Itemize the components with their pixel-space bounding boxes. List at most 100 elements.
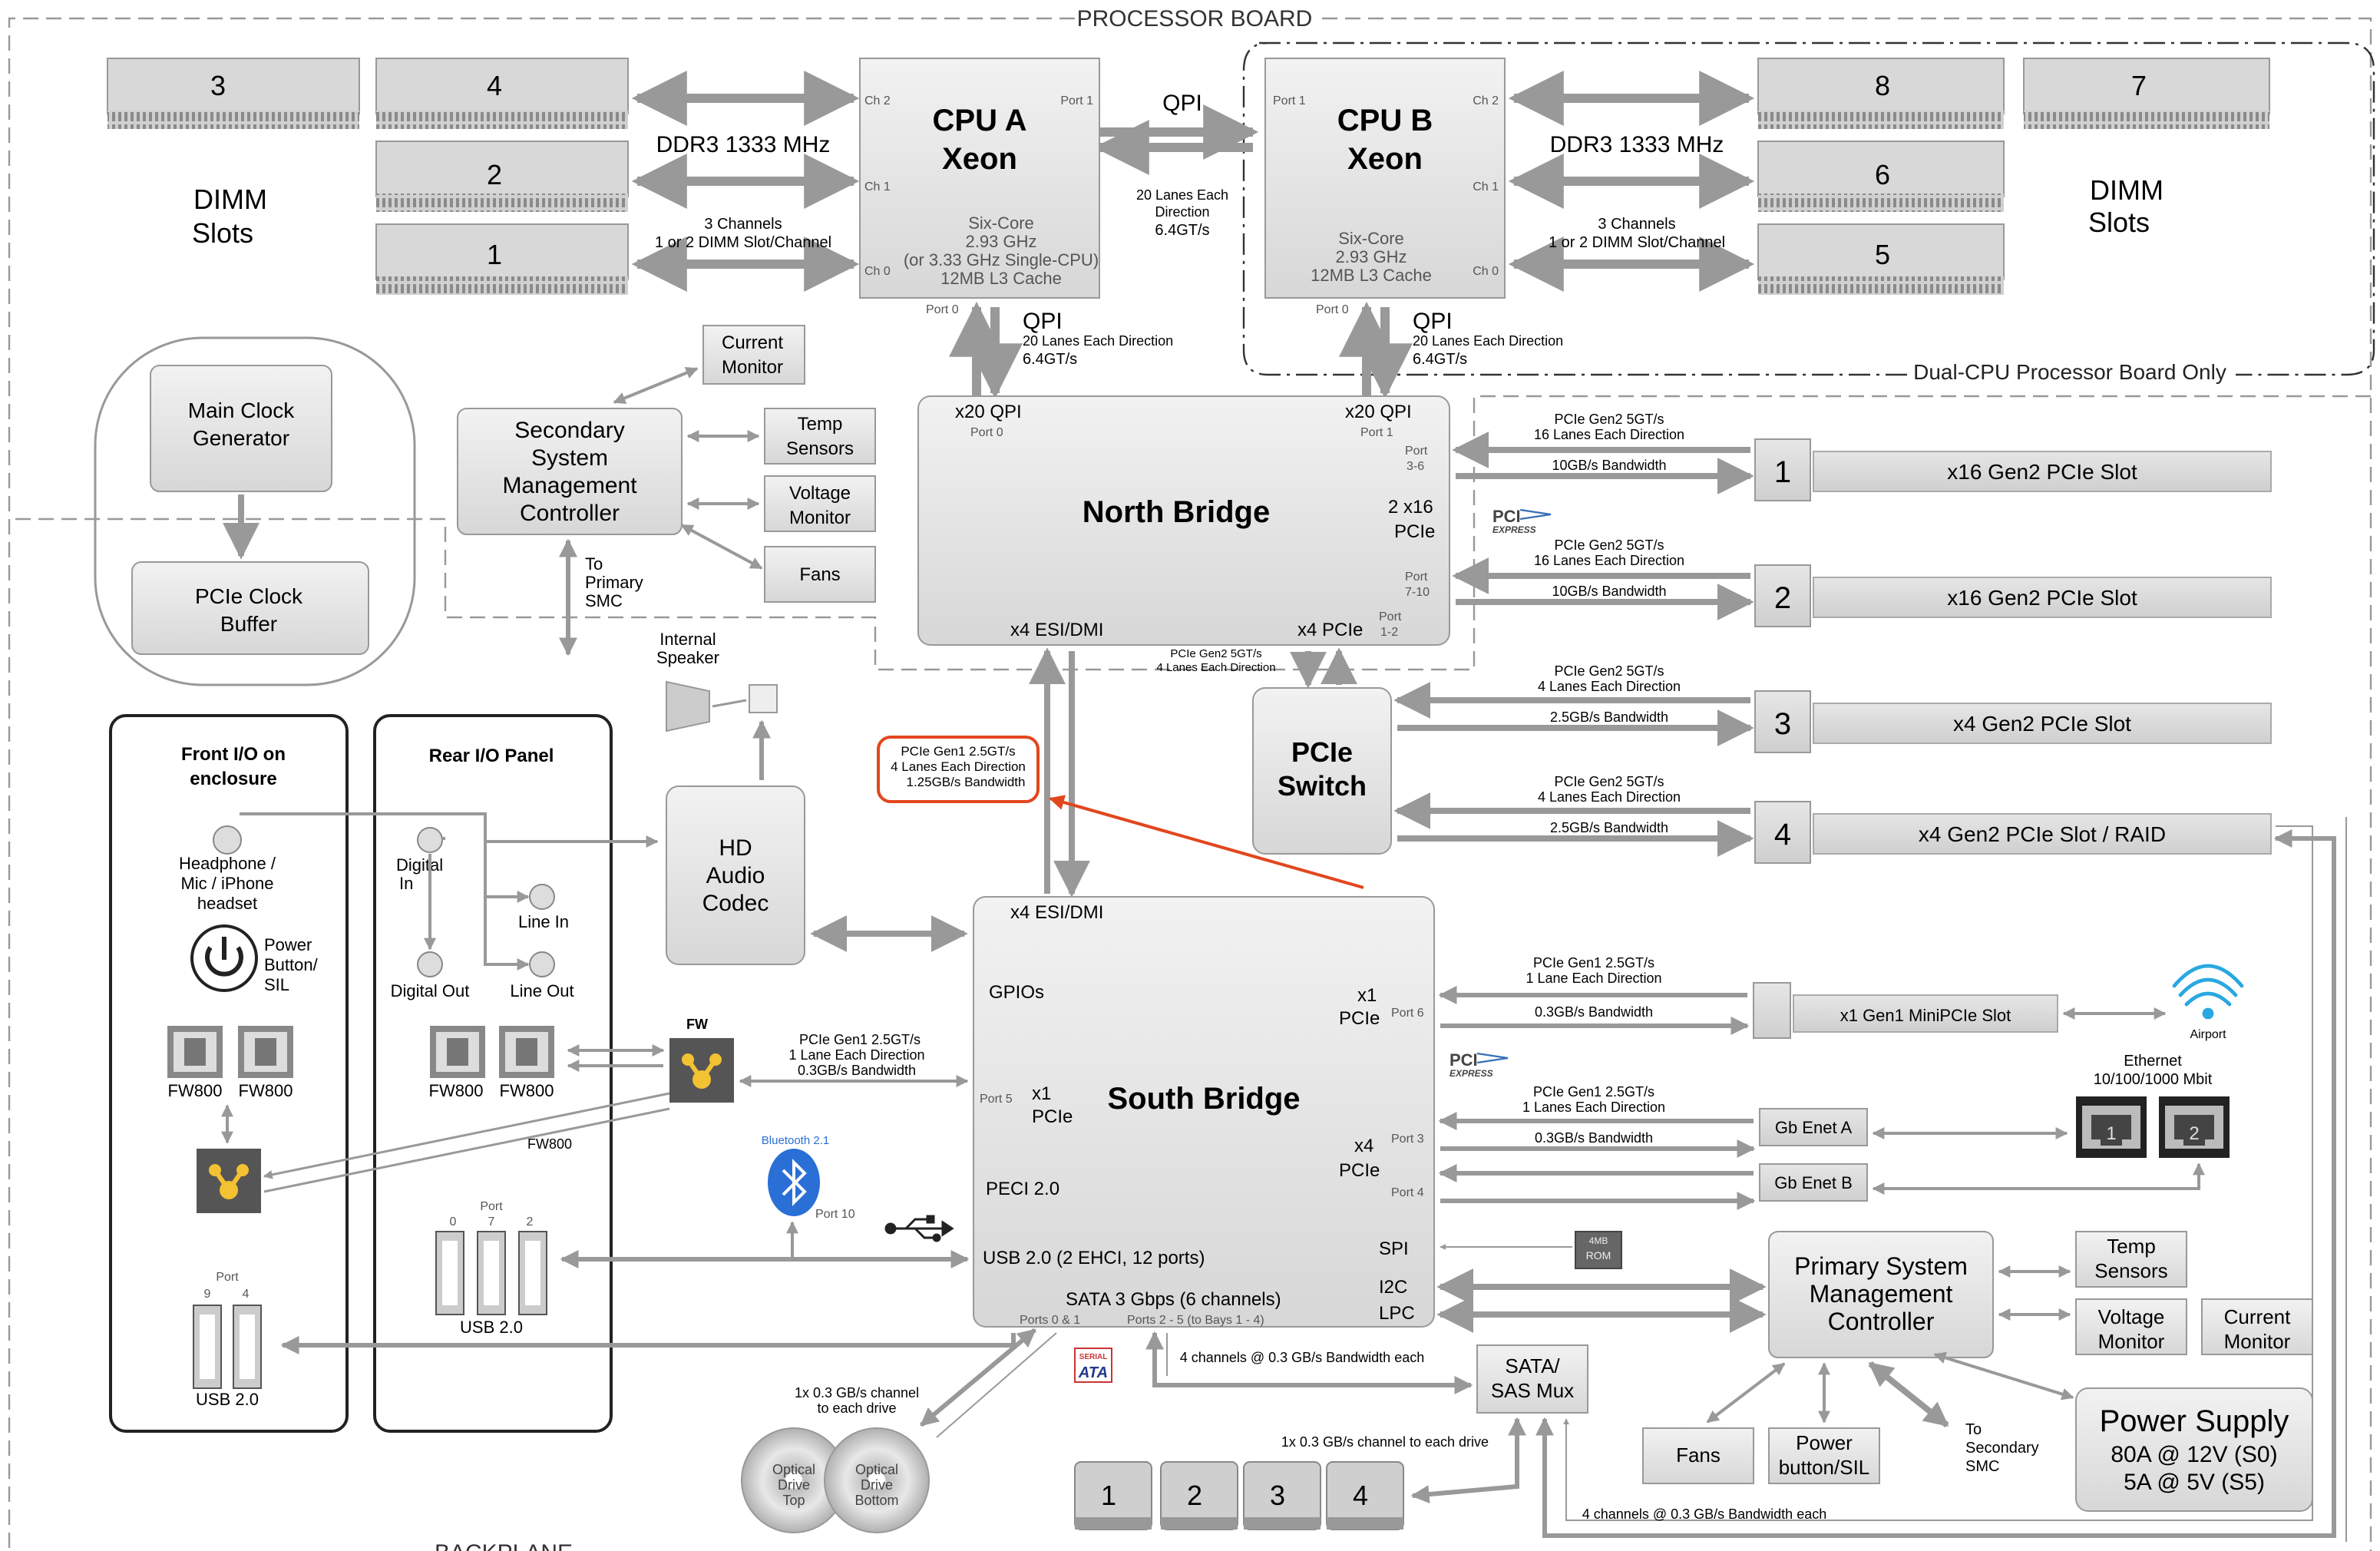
pcie-switch: PCIe Switch — [1252, 687, 1392, 855]
qpi-label-b: QPI — [1413, 309, 1453, 334]
svg-text:PCI: PCI — [1492, 507, 1521, 526]
svg-text:SERIAL: SERIAL — [1079, 1353, 1108, 1361]
svg-text:Monitor: Monitor — [722, 357, 783, 378]
svg-text:Gb Enet B: Gb Enet B — [1774, 1173, 1853, 1192]
svg-text:PCIe Gen1 2.5GT/s: PCIe Gen1 2.5GT/s — [799, 1032, 921, 1047]
qpi-b-lanes: 20 Lanes Each Direction — [1413, 333, 1563, 349]
svg-text:80A @ 12V (S0): 80A @ 12V (S0) — [2111, 1442, 2277, 1467]
dimm-slots-left: 3 4 2 1 — [107, 58, 629, 295]
svg-text:Monitor: Monitor — [2098, 1330, 2165, 1353]
svg-text:Ch 0: Ch 0 — [1473, 265, 1499, 278]
svg-text:PCIe Gen2 5GT/s: PCIe Gen2 5GT/s — [1554, 663, 1664, 679]
svg-text:PCI: PCI — [1449, 1050, 1478, 1070]
svg-text:FW800: FW800 — [239, 1081, 293, 1100]
svg-text:PCIe Gen2 5GT/s: PCIe Gen2 5GT/s — [1170, 647, 1261, 660]
fw800-port-icon — [167, 1026, 223, 1078]
audio-section: Internal Speaker HD Audio Codec — [656, 630, 968, 965]
ethernet-label-2: 10/100/1000 Mbit — [2094, 1071, 2213, 1088]
svg-text:EXPRESS: EXPRESS — [1492, 524, 1536, 535]
usb-port-icon — [477, 1231, 506, 1315]
qpi-cpus-rate: 6.4GT/s — [1155, 222, 1209, 239]
svg-text:Line Out: Line Out — [510, 981, 574, 1000]
headphone-jack-icon — [213, 825, 242, 855]
svg-text:Voltage: Voltage — [2098, 1305, 2165, 1328]
svg-text:SAS Mux: SAS Mux — [1491, 1379, 1574, 1402]
svg-text:PCIe Gen2 5GT/s: PCIe Gen2 5GT/s — [1554, 537, 1664, 553]
svg-text:System: System — [531, 445, 608, 471]
dimm-slot: 5 — [1757, 223, 2005, 295]
digital-in-jack-icon — [417, 827, 443, 853]
gb-enet-a: Gb Enet A — [1759, 1108, 1868, 1146]
svg-text:Front I/O on: Front I/O on — [181, 744, 286, 765]
svg-text:2.5GB/s Bandwidth: 2.5GB/s Bandwidth — [1550, 709, 1668, 725]
ethernet-port-2: 2 — [2159, 1096, 2230, 1158]
svg-text:7: 7 — [488, 1215, 495, 1229]
hard-drive-icon: 2 — [1160, 1461, 1238, 1530]
svg-text:1: 1 — [1101, 1480, 1116, 1511]
svg-text:Optical: Optical — [855, 1462, 898, 1477]
svg-text:3: 3 — [1774, 707, 1791, 741]
svg-text:1 Lanes Each Direction: 1 Lanes Each Direction — [1522, 1100, 1665, 1115]
svg-text:Management: Management — [1810, 1280, 1953, 1308]
digital-out-jack-icon — [417, 951, 443, 977]
svg-text:Buffer: Buffer — [220, 612, 277, 636]
svg-text:Primary System: Primary System — [1794, 1252, 1968, 1280]
svg-text:Drive: Drive — [861, 1477, 893, 1493]
svg-text:4 Lanes Each Direction: 4 Lanes Each Direction — [1538, 789, 1681, 805]
svg-text:Six-Core: Six-Core — [1338, 229, 1404, 248]
dimm-slots-right: 8 7 6 5 — [1757, 58, 2270, 295]
svg-text:Port 5: Port 5 — [980, 1093, 1013, 1106]
svg-text:Monitor: Monitor — [2224, 1330, 2291, 1353]
fw800-port-icon — [499, 1026, 554, 1078]
memory-bus-arrows — [631, 71, 1755, 399]
qpi-a-lanes: 20 Lanes Each Direction — [1023, 333, 1173, 349]
svg-text:Secondary: Secondary — [1965, 1440, 2039, 1457]
svg-text:In: In — [399, 874, 413, 893]
svg-text:4: 4 — [243, 1288, 250, 1301]
minipcie-slot: x1 Gen1 MiniPCIe Slot — [1753, 982, 2167, 1039]
front-io-panel: Front I/O on enclosure Headphone / Mic /… — [109, 714, 349, 1433]
svg-text:x1: x1 — [1357, 985, 1377, 1006]
qpi-label-a: QPI — [1023, 309, 1063, 334]
clock-section: Main Clock Generator PCIe Clock Buffer — [94, 336, 416, 686]
dimm-slot: 1 — [375, 223, 629, 295]
svg-text:1 Lane Each Direction: 1 Lane Each Direction — [1526, 971, 1661, 986]
svg-text:North Bridge: North Bridge — [1083, 495, 1270, 529]
svg-text:Port 6: Port 6 — [1391, 1007, 1424, 1020]
svg-text:6: 6 — [1875, 159, 1890, 190]
ethernet-label-1: Ethernet — [2124, 1053, 2182, 1070]
firewire-controller: FW PCIe Gen1 2.5GT/s 1 Lane Each Directi… — [527, 1017, 925, 1152]
north-bridge: North Bridge x20 QPI Port 0 x20 QPI Port… — [917, 395, 1450, 646]
esi-dmi-link — [1029, 647, 1090, 898]
hard-drive-icon: 4 — [1326, 1461, 1404, 1530]
svg-text:Gb Enet A: Gb Enet A — [1775, 1118, 1853, 1137]
optical-channel-label-1: 1x 0.3 GB/s channel — [795, 1385, 919, 1401]
sata-sas-mux: SATA/ SAS Mux — [1476, 1344, 1588, 1414]
svg-text:Codec: Codec — [702, 891, 769, 916]
svg-text:Top: Top — [782, 1493, 805, 1508]
svg-text:1: 1 — [2106, 1123, 2116, 1144]
svg-text:Speaker: Speaker — [656, 648, 719, 667]
svg-text:South Bridge: South Bridge — [1107, 1082, 1300, 1116]
svg-text:To: To — [585, 554, 603, 574]
svg-text:Port 0: Port 0 — [926, 303, 959, 316]
svg-text:Port 4: Port 4 — [1391, 1186, 1424, 1199]
svg-text:4: 4 — [1774, 818, 1791, 852]
dimm-label-right-2: Slots — [2088, 207, 2150, 238]
svg-text:Port 1: Port 1 — [1360, 426, 1393, 439]
svg-text:PCIe Gen2 5GT/s: PCIe Gen2 5GT/s — [1554, 774, 1664, 789]
svg-text:FW800: FW800 — [500, 1081, 554, 1100]
channels-left-1: 3 Channels — [704, 216, 782, 233]
svg-text:CPU B: CPU B — [1337, 104, 1433, 137]
cpu-b: CPU B Xeon Six-Core 2.93 GHz 12MB L3 Cac… — [1264, 58, 1506, 316]
dimm-label-left-1: DIMM — [193, 184, 267, 215]
svg-text:To: To — [1965, 1421, 1982, 1438]
serial-ata-logo: SERIAL ATA — [1074, 1348, 1112, 1383]
svg-text:x20 QPI: x20 QPI — [955, 402, 1022, 422]
ddr3-label-right: DDR3 1333 MHz — [1550, 132, 1724, 157]
svg-text:USB 2.0: USB 2.0 — [460, 1318, 523, 1337]
speaker-icon — [666, 680, 710, 733]
usb-port-icon — [435, 1231, 464, 1315]
